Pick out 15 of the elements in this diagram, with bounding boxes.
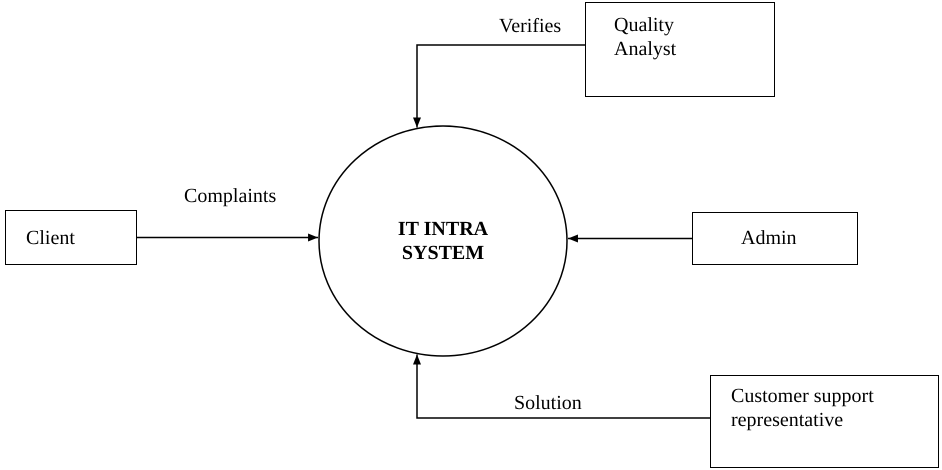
entity-label: Customer support representative: [731, 384, 875, 432]
entity-label: Quality Analyst: [614, 13, 678, 61]
process-circle: [318, 125, 568, 357]
arrow: [413, 354, 710, 419]
arrow: [568, 234, 692, 242]
entity-label: Client: [26, 226, 76, 250]
entity-box: [5, 210, 137, 265]
edge-label: Complaints: [182, 185, 278, 207]
entity-box: [710, 375, 939, 468]
arrow: [137, 234, 318, 242]
process-label: IT INTRA SYSTEM: [396, 217, 490, 265]
entity-box: [585, 2, 775, 97]
entity-label: Admin: [741, 226, 798, 250]
entity-box: [692, 212, 858, 265]
arrow: [413, 44, 585, 128]
